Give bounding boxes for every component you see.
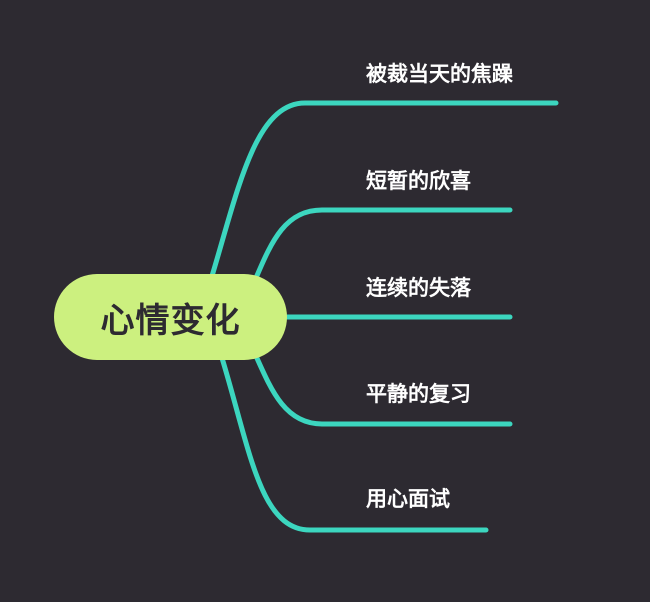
branch-label-2[interactable]: 短暂的欣喜 xyxy=(366,169,471,193)
connector-branch-2 xyxy=(253,207,513,281)
center-topic-label: 心情变化 xyxy=(100,300,241,341)
center-topic-node[interactable]: 心情变化 xyxy=(54,274,287,360)
connector-branch-1 xyxy=(209,100,559,279)
branch-label-3[interactable]: 连续的失落 xyxy=(366,276,471,300)
branch-label-1[interactable]: 被裁当天的焦躁 xyxy=(366,62,513,86)
connector-branch-5 xyxy=(219,355,489,533)
branch-label-5[interactable]: 用心面试 xyxy=(366,487,450,511)
branch-label-4[interactable]: 平静的复习 xyxy=(366,382,471,406)
connector-branch-4 xyxy=(253,353,513,427)
